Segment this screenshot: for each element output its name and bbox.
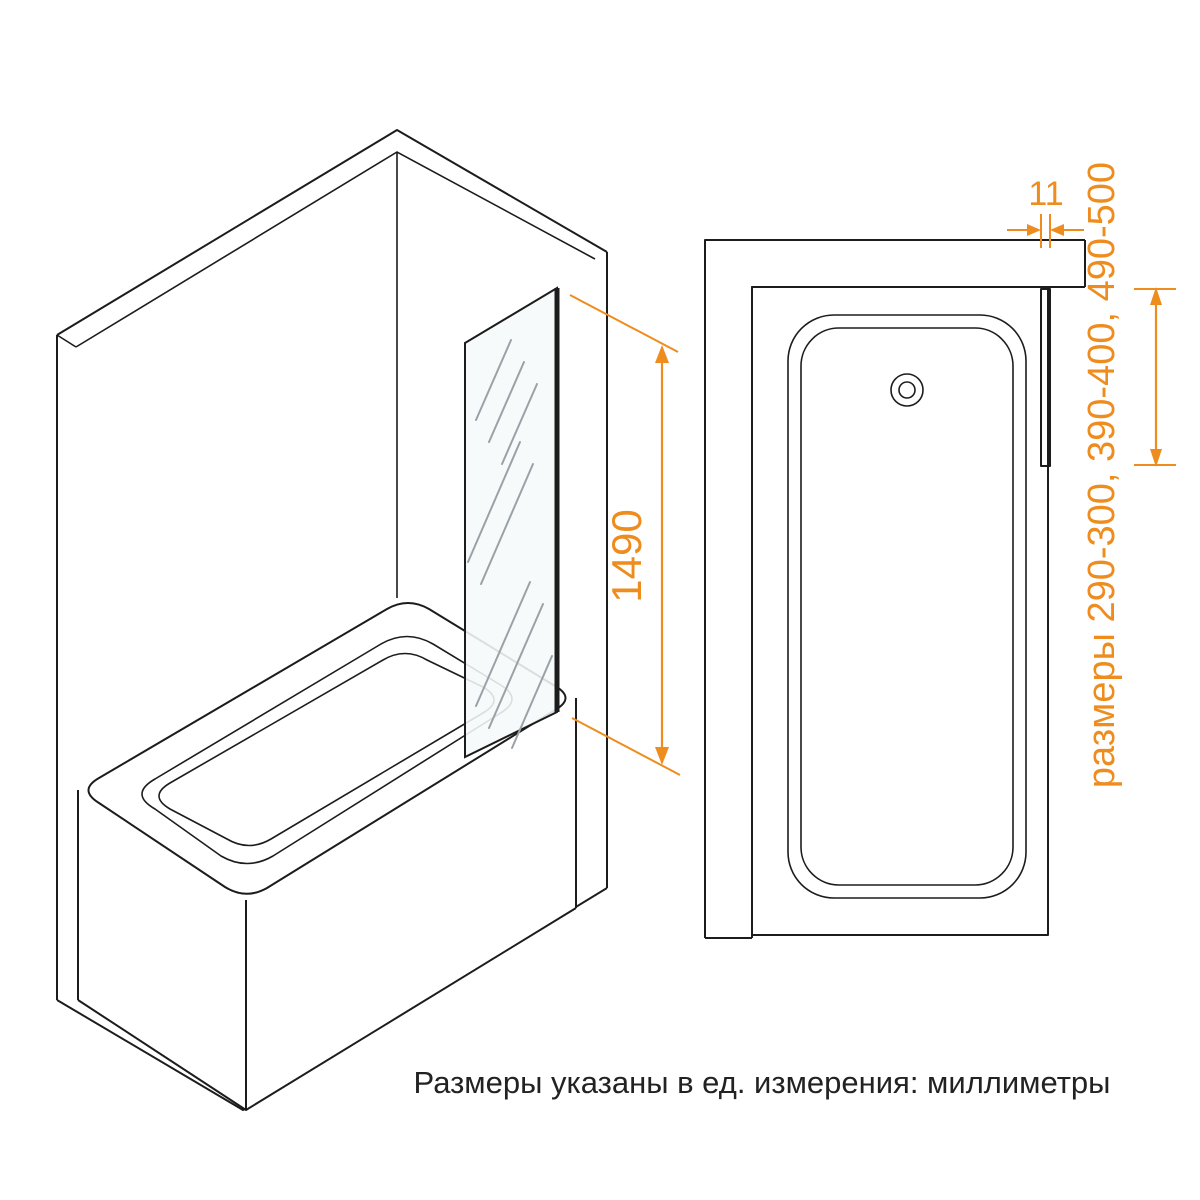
bathtub-silhouette: [78, 597, 576, 1110]
hatch-line: [488, 361, 525, 443]
glass-screen-top: [1040, 288, 1051, 467]
hatch-line: [467, 441, 521, 563]
drain-circle: [890, 373, 924, 407]
height-dimension-label: 1490: [603, 509, 650, 602]
hatch-line: [501, 383, 538, 465]
height-extension-top: [569, 294, 679, 353]
wall-plan-outer: [704, 239, 1085, 938]
hatch-line: [511, 655, 553, 749]
height-extension-bottom: [571, 717, 681, 776]
width-options-label: размеры 290-300, 390-400, 490-500: [1081, 162, 1123, 788]
dimension-height: 1490: [569, 294, 681, 776]
arrow-down-icon: [1150, 449, 1162, 467]
bathtub-plan-rim: [787, 314, 1027, 899]
hatch-line: [475, 339, 512, 421]
glass-panel: [464, 286, 558, 759]
arrow-up-icon: [1150, 287, 1162, 305]
thickness-dimension-label: 11: [1028, 175, 1063, 213]
bathtub-plan-basin: [800, 327, 1014, 886]
bathtub-body-edges: [77, 698, 577, 1111]
dimension-thickness: 11: [1007, 175, 1084, 248]
hatch-line: [480, 463, 534, 585]
glass-plan-bar: [1040, 288, 1051, 467]
top-view: 11 размеры 290-300, 390-400, 490-500: [704, 162, 1176, 939]
arrow-up-icon: [655, 345, 669, 363]
arrow-right-icon: [1027, 224, 1041, 236]
room-walls-top: [704, 239, 1086, 939]
drain-circle-inner: [898, 381, 916, 399]
bathtub-top: [751, 286, 1049, 936]
hatch-line: [475, 581, 531, 707]
hatch-line: [488, 603, 544, 729]
wall-outer-edges: [56, 129, 608, 1000]
arrow-down-icon: [655, 747, 669, 765]
glass-screen-isometric: [464, 286, 560, 759]
wall-plan-caps: [705, 240, 1086, 939]
units-note: Размеры указаны в ед. измерения: миллиме…: [414, 1065, 1111, 1100]
wall-inner-edges: [56, 151, 596, 598]
bathtub-plan-outer: [751, 286, 1049, 936]
glass-hatching: [467, 339, 553, 749]
wall-plan-inner: [751, 286, 1085, 938]
dimension-width-options: размеры 290-300, 390-400, 490-500: [1081, 162, 1176, 788]
room-walls: [56, 129, 608, 1111]
arrow-left-icon: [1050, 224, 1064, 236]
isometric-view: 1490: [56, 129, 681, 1111]
